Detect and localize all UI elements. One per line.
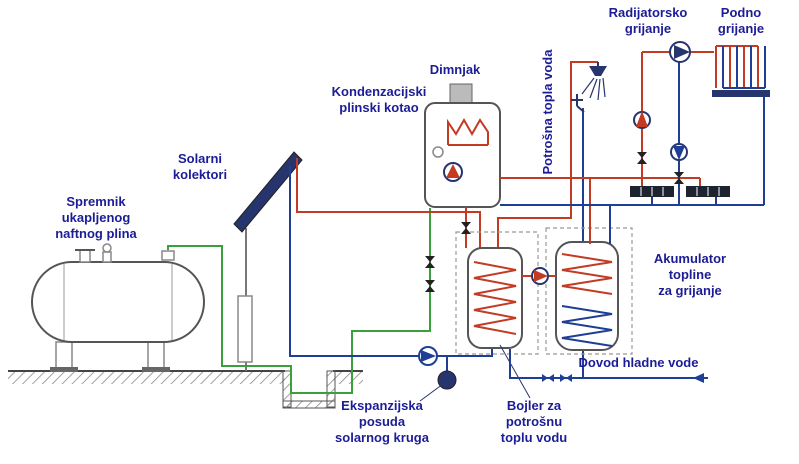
cold-water-supply <box>509 349 708 383</box>
label-lpg-tank: Spremnik ukapljenog naftnog plina <box>55 194 137 241</box>
shower-spray-icon <box>581 77 606 101</box>
gas-pipe <box>167 208 435 394</box>
gas-valve-icon <box>425 280 435 292</box>
dhw-boiler-tank <box>455 207 539 399</box>
valve-icon <box>461 222 471 234</box>
tank-valve-fittings <box>75 243 175 263</box>
label-cold-water: Dovod hladne vode <box>578 355 699 370</box>
charging-pump <box>522 267 556 285</box>
solar-circuit <box>289 158 493 402</box>
manifold-icon <box>712 90 770 97</box>
ground-hatching <box>8 370 363 384</box>
valve-icon <box>542 374 554 382</box>
solar-collector <box>233 151 303 371</box>
dhw-coil-icon <box>473 261 517 335</box>
valve-icon <box>560 374 572 382</box>
valve-icon <box>637 152 647 164</box>
heat-accumulator-tank <box>545 227 633 355</box>
shower-head-icon <box>589 66 607 76</box>
gas-valve-icon <box>425 256 435 268</box>
label-dhw-vertical: Potrošna topla voda <box>540 49 555 175</box>
condensing-boiler <box>424 83 501 208</box>
tap-icon <box>571 94 585 113</box>
label-expansion-vessel: Ekspanzijska posuda solarnog kruga <box>335 398 429 445</box>
chimney-stack <box>449 83 473 105</box>
accumulator-cold-coil-icon <box>561 305 613 347</box>
label-radiator-heating: Radijatorsko grijanje <box>608 5 688 36</box>
lpg-tank <box>31 243 205 372</box>
radiators <box>630 186 730 197</box>
label-floor-heating: Podno grijanje <box>717 5 765 36</box>
label-heat-accumulator: Akumulator topline za grijanje <box>653 251 727 298</box>
flow-arrow-icon <box>693 373 704 383</box>
label-condensing-boiler: Kondenzacijski plinski kotao <box>331 84 427 115</box>
label-solar-collectors: Solarni kolektori <box>172 151 228 182</box>
heat-exchanger-icon <box>447 117 489 146</box>
valve-icon <box>674 172 684 184</box>
accumulator-hot-coil-icon <box>561 253 613 295</box>
label-chimney: Dimnjak <box>429 62 481 77</box>
floor-heating-coil <box>712 45 770 97</box>
heating-distribution <box>500 41 765 244</box>
label-dhw-boiler: Bojler za potrošnu toplu vodu <box>500 398 568 445</box>
